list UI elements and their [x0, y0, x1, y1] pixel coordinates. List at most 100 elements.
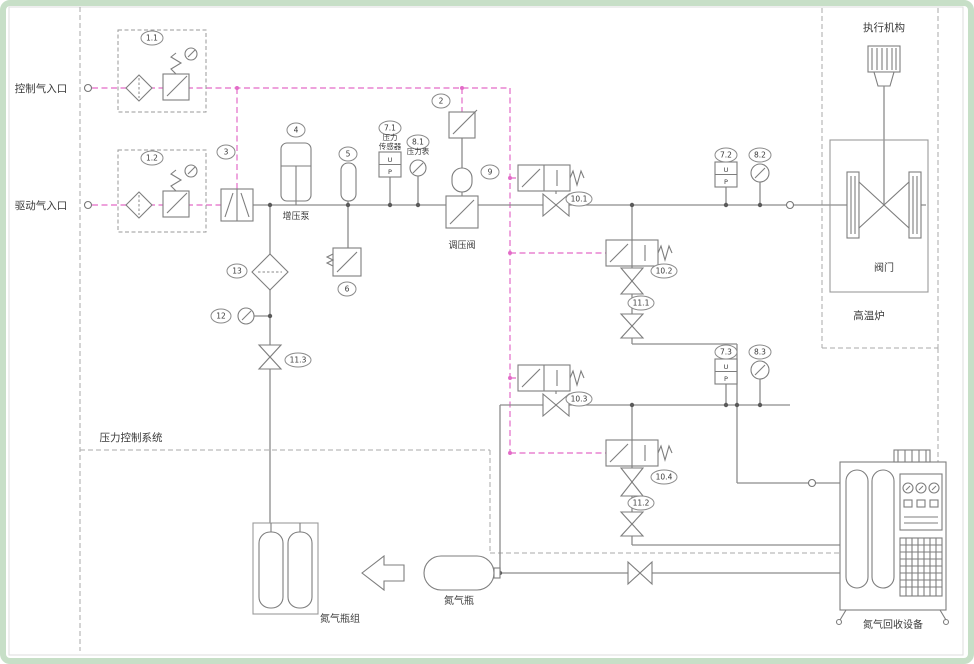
solenoid-valve-10-4 [605, 439, 673, 497]
tag-5: 5 [338, 146, 358, 162]
svg-text:11.1: 11.1 [633, 299, 650, 308]
tag-11-3: 11.3 [284, 352, 312, 368]
tag-8-2: 8.2 [748, 147, 772, 163]
valve-label: 阀门 [874, 261, 894, 274]
pressure-control-system-label: 压力控制系统 [100, 431, 163, 444]
tag-10-1: 10.1 [565, 191, 593, 207]
tag-3: 3 [216, 144, 236, 160]
control-air-lines [92, 86, 606, 455]
valve-11-2 [619, 511, 645, 537]
relief-valve-6 [325, 247, 362, 277]
tag-12: 12 [210, 308, 232, 324]
svg-text:1.2: 1.2 [146, 154, 158, 163]
tag-7-1: 7.1 [378, 120, 402, 136]
drive-inlet-label: 驱动气入口 [15, 199, 68, 212]
transmitter-u: U [724, 166, 729, 174]
tag-8-1: 8.1 [406, 134, 430, 150]
svg-text:9: 9 [488, 168, 493, 177]
nitrogen-bottle [423, 555, 501, 591]
svg-text:7.2: 7.2 [720, 151, 732, 160]
furnace-valve-enclosure [829, 139, 929, 293]
actuator-motor-icon [867, 45, 901, 73]
supply-port [785, 200, 795, 210]
tag-7-2: 7.2 [714, 147, 738, 163]
transmitter-p: P [724, 178, 728, 186]
filter-13 [251, 253, 289, 291]
furnace-label: 高温炉 [853, 309, 885, 322]
process-valve [846, 171, 922, 239]
tag-1-2: 1.2 [140, 150, 164, 166]
recovery-port [807, 478, 817, 488]
svg-text:7.3: 7.3 [720, 348, 732, 357]
valve-11-1 [619, 313, 645, 339]
tag-10-4: 10.4 [650, 469, 678, 485]
svg-text:10.3: 10.3 [571, 395, 588, 404]
tag-13: 13 [226, 263, 248, 279]
svg-text:4: 4 [294, 126, 299, 135]
svg-text:6: 6 [345, 285, 350, 294]
tag-9: 9 [480, 164, 500, 180]
svg-text:10.2: 10.2 [656, 267, 673, 276]
recovery-label: 氮气回收设备 [863, 618, 923, 631]
transmitter-p: P [388, 168, 392, 176]
tag-1-1: 1.1 [140, 30, 164, 46]
bottle-line-valve [627, 560, 653, 586]
actuator-assembly [867, 45, 901, 205]
filter-regulator-unit-1-1 [117, 29, 207, 113]
svg-text:8.3: 8.3 [754, 348, 766, 357]
tag-10-3: 10.3 [565, 391, 593, 407]
nitrogen-recovery-unit [835, 449, 950, 626]
actuator-label: 执行机构 [863, 21, 905, 34]
tag-8-3: 8.3 [748, 344, 772, 360]
svg-text:13: 13 [232, 267, 242, 276]
regulator-label: 调压阀 [448, 240, 475, 251]
svg-text:12: 12 [216, 312, 226, 321]
pressure-gauge-12 [237, 307, 255, 325]
svg-text:2: 2 [439, 97, 444, 106]
solenoid-valve-10-1 [517, 164, 585, 218]
inner-frame [8, 6, 964, 656]
tag-6: 6 [337, 281, 357, 297]
pressure-sensor-label-2: 传感器 [379, 141, 402, 151]
control-inlet-label: 控制气入口 [15, 82, 68, 95]
pressure-gauge-8-2 [750, 163, 770, 183]
svg-text:8.2: 8.2 [754, 151, 766, 160]
svg-text:5: 5 [346, 150, 351, 159]
transmitter-u: U [724, 363, 729, 371]
filter-regulator-unit-1-2 [117, 149, 207, 233]
schematic-svg: U P [8, 6, 964, 656]
flow-arrow-icon [361, 554, 405, 592]
svg-text:7.1: 7.1 [384, 124, 396, 133]
bottle-group-label: 氮气瓶组 [320, 612, 360, 625]
pressure-transmitter-7-2: U P [714, 161, 738, 188]
tag-11-2: 11.2 [627, 495, 655, 511]
svg-text:8.1: 8.1 [412, 138, 424, 147]
pressure-gauge-8-1 [409, 159, 427, 177]
drive-inlet-port [83, 200, 93, 210]
valve-11-3 [257, 344, 283, 370]
control-inlet-port [83, 83, 93, 93]
pilot-valve-2 [448, 109, 478, 139]
tag-4: 4 [286, 122, 306, 138]
connection-ports [83, 83, 817, 488]
pressure-regulating-valve-9 [445, 167, 479, 229]
item-tags: 1.1 1.2 2 3 4 5 6 7.1 8.1 9 10.1 10.2 11… [140, 30, 772, 511]
tag-10-2: 10.2 [650, 263, 678, 279]
nitrogen-bottle-group [252, 522, 319, 615]
tag-2: 2 [431, 93, 451, 109]
solenoid-valve-10-3 [517, 364, 585, 418]
pressure-transmitter-7-3: U P [714, 358, 738, 385]
pressure-sensor-label-1: 压力 [383, 132, 398, 142]
svg-text:11.3: 11.3 [290, 356, 307, 365]
booster-pump-label: 增压泵 [282, 210, 309, 222]
svg-text:10.1: 10.1 [571, 195, 588, 204]
svg-text:11.2: 11.2 [633, 499, 650, 508]
pressure-transmitter-7-1: U P [378, 151, 402, 178]
solenoid-valve-10-2 [605, 239, 673, 295]
control-panel [899, 473, 943, 531]
text-labels: 控制气入口 驱动气入口 增压泵 压力 传感器 压力表 调压阀 执行机构 阀门 高… [15, 21, 923, 631]
heat-exchanger [899, 537, 943, 597]
system-boundaries [79, 7, 939, 651]
bottle-label: 氮气瓶 [444, 594, 474, 607]
